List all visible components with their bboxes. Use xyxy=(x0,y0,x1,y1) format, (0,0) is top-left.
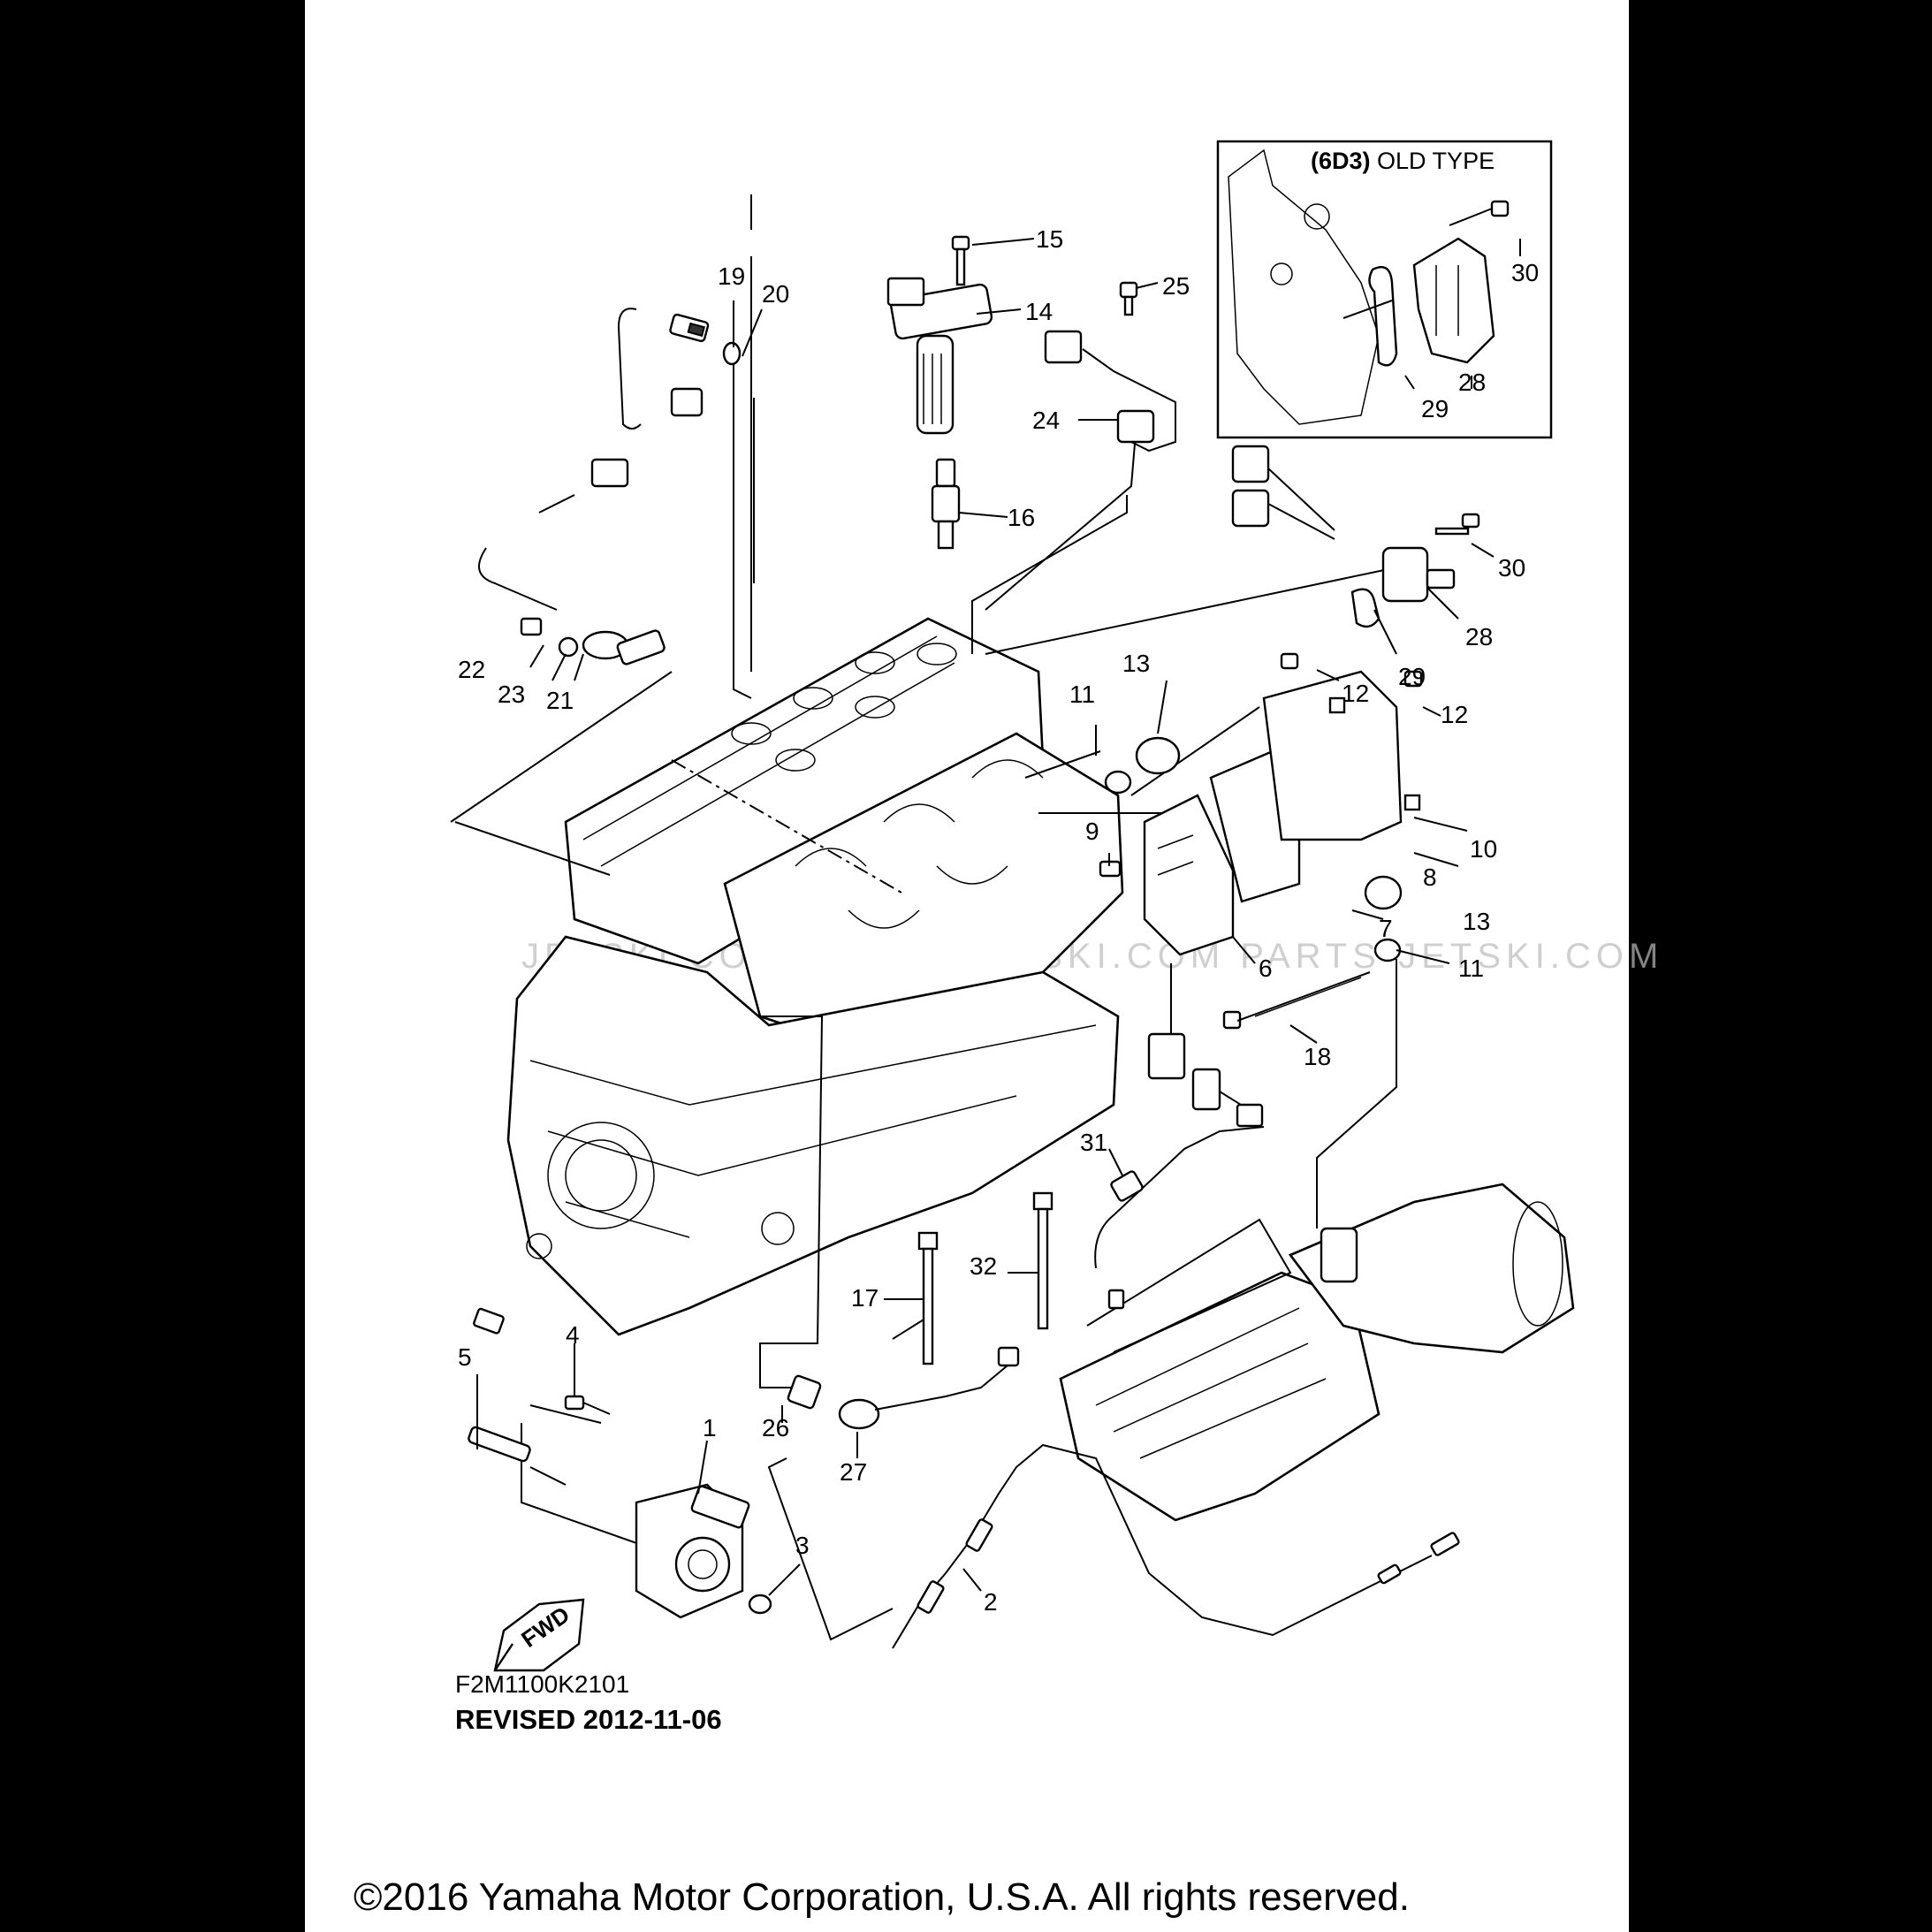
part-6-ecu xyxy=(1099,652,1423,962)
callout-29a: 29 xyxy=(1421,395,1449,422)
revision-date: REVISED 2012-11-06 xyxy=(455,1704,722,1735)
callout-13a: 13 xyxy=(1122,650,1150,677)
part-19-sensor xyxy=(617,308,742,430)
callout-15: 15 xyxy=(1036,225,1063,253)
inset-label: OLD TYPE xyxy=(1377,148,1495,174)
part-5-spring xyxy=(468,1426,567,1486)
inset-old-type xyxy=(1216,140,1553,439)
part-32-cable-tie xyxy=(1032,1191,1053,1330)
callout-14: 14 xyxy=(1025,298,1053,325)
callout-13b: 13 xyxy=(1463,908,1490,935)
part-4-screw xyxy=(564,1395,611,1415)
callout-10: 10 xyxy=(1470,835,1497,863)
callout-19: 19 xyxy=(718,262,745,290)
callout-leaders xyxy=(476,238,1521,1596)
callout-22: 22 xyxy=(458,656,485,683)
engine-block xyxy=(506,617,1124,1336)
part-2-throttle-cable xyxy=(892,1443,1460,1649)
callout-numbers: 15 14 16 19 20 25 24 22 23 21 30 28 29 1… xyxy=(458,225,1539,1616)
callout-5: 5 xyxy=(458,1343,472,1371)
callout-30b: 30 xyxy=(1498,554,1525,582)
callout-32: 32 xyxy=(970,1252,997,1280)
part-16-spark-plug xyxy=(931,458,961,550)
callout-28a: 28 xyxy=(1458,369,1486,396)
part-18-bolt xyxy=(1222,971,1371,1030)
part-1-throttle-body xyxy=(635,1483,750,1619)
part-31-sensor xyxy=(1094,1126,1265,1310)
callout-9: 9 xyxy=(1085,818,1099,845)
callout-6: 6 xyxy=(1259,955,1273,982)
callout-25: 25 xyxy=(1162,272,1190,300)
part-21-sensor xyxy=(478,458,666,666)
callout-2: 2 xyxy=(984,1588,998,1616)
part-14-ignition-coil xyxy=(886,277,993,435)
callout-23: 23 xyxy=(498,681,525,708)
callout-24: 24 xyxy=(1032,407,1060,434)
part-26-sensor xyxy=(473,1307,822,1410)
callout-16: 16 xyxy=(1008,504,1035,531)
part-27-sensor xyxy=(838,1346,1020,1430)
callout-27: 27 xyxy=(840,1458,867,1486)
copyright-notice: ©2016 Yamaha Motor Corporation, U.S.A. A… xyxy=(354,1875,1410,1919)
callout-1: 1 xyxy=(703,1414,717,1441)
callout-30a: 30 xyxy=(1511,259,1539,286)
callout-11b: 11 xyxy=(1458,955,1484,982)
callout-26: 26 xyxy=(762,1414,789,1441)
inset-title: (6D3) OLD TYPE xyxy=(1311,148,1495,175)
callout-7: 7 xyxy=(1379,915,1393,942)
inset-variant: (6D3) xyxy=(1311,148,1371,174)
part-17-cable-tie xyxy=(917,1231,939,1365)
callout-3: 3 xyxy=(795,1532,810,1559)
part-3-nut xyxy=(748,1594,772,1615)
callout-29b: 29 xyxy=(1398,663,1426,690)
callout-4: 4 xyxy=(566,1321,580,1349)
callout-31: 31 xyxy=(1080,1129,1107,1156)
callout-8: 8 xyxy=(1423,863,1437,891)
intake-manifold xyxy=(1059,1183,1575,1522)
fwd-arrow: FWD xyxy=(493,1598,585,1672)
part-28-sensor xyxy=(1231,445,1480,628)
ecu-harness-connector xyxy=(1147,963,1264,1128)
callout-12a: 12 xyxy=(1342,680,1369,707)
callout-21: 21 xyxy=(546,687,574,714)
callout-11a: 11 xyxy=(1069,681,1095,708)
callout-20: 20 xyxy=(762,280,789,308)
callout-17: 17 xyxy=(851,1284,879,1312)
part-15-bolt xyxy=(951,235,970,286)
diagram-code: F2M1100K2101 xyxy=(455,1670,630,1698)
callout-18: 18 xyxy=(1304,1043,1331,1070)
callout-12b: 12 xyxy=(1441,701,1468,728)
callout-28b: 28 xyxy=(1465,623,1493,650)
part-24-sensor xyxy=(1044,281,1176,453)
